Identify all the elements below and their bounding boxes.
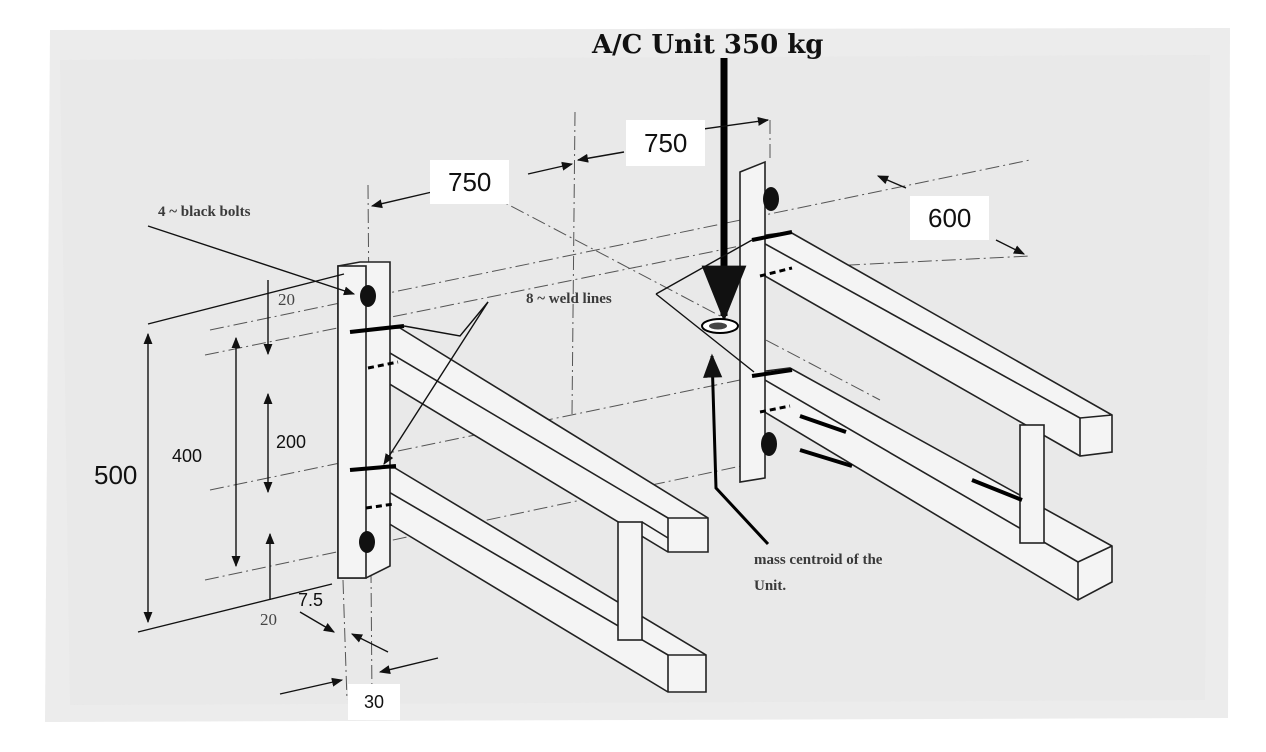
centroid-leader <box>703 353 770 546</box>
left-bolts <box>359 285 376 553</box>
dim-span-left: 750 <box>430 160 510 204</box>
dim-span-right: 750 <box>626 120 706 166</box>
dim-weld-spacing: 200 <box>276 432 307 452</box>
label-welds: 8 ~ weld lines <box>526 291 612 307</box>
label-centroid-line1: mass centroid of the <box>754 552 883 568</box>
left-bracket <box>337 261 709 693</box>
dimension-arrows <box>143 116 1026 695</box>
dim-plate-width: 30 <box>348 684 401 720</box>
left-welds <box>349 324 405 472</box>
label-centroid-line2: Unit. <box>754 578 787 594</box>
dim-bolt-edge-bottom: 20 <box>260 610 277 629</box>
dim-offset: 7.5 <box>298 590 324 610</box>
right-welds <box>751 230 1023 502</box>
dim-bracket-height: 500 <box>94 460 138 490</box>
label-bolts: 4 ~ black bolts <box>158 204 251 220</box>
dim-depth: 600 <box>910 196 990 240</box>
load-title: A/C Unit 350 kg <box>592 30 824 60</box>
dim-bolt-edge-top: 20 <box>278 290 295 309</box>
leader-lines <box>147 225 755 465</box>
right-bolts <box>761 187 779 456</box>
right-bracket <box>739 160 1113 601</box>
dim-bolt-spacing: 400 <box>172 446 203 466</box>
